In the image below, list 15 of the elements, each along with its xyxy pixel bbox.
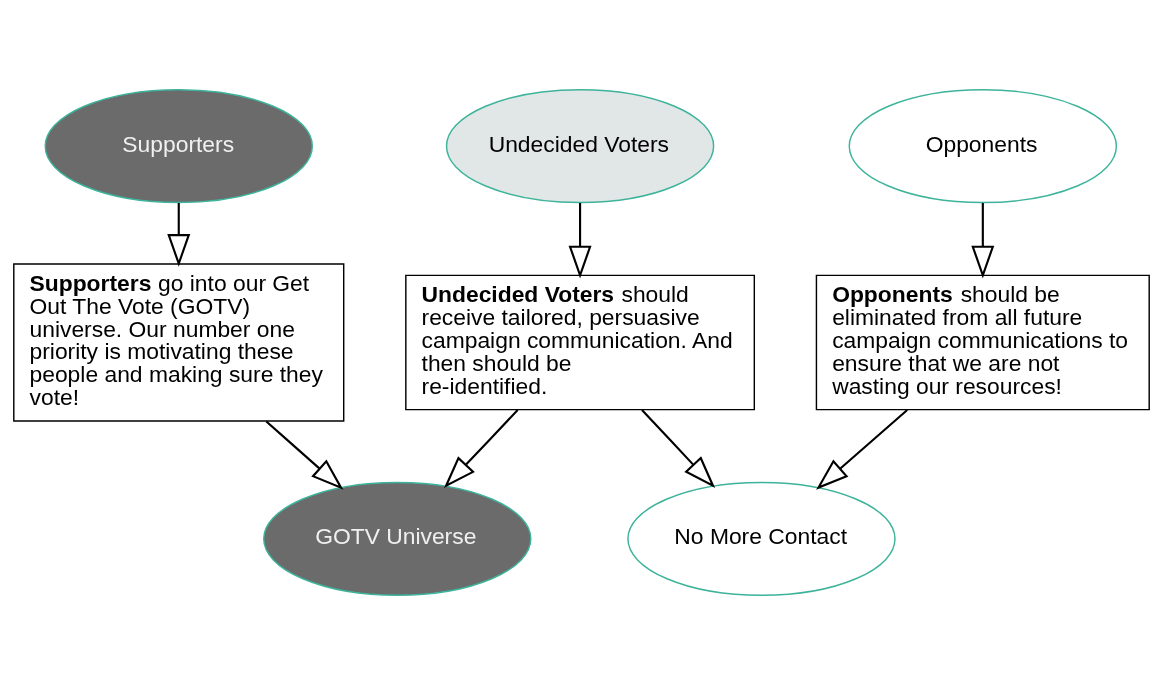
arrow: [265, 420, 344, 490]
node-box: Supporters go into our Get Out The Vote (GOTV) universe. Our number one priority is motivating these people and making sure they vote!: [13, 263, 345, 422]
node-ellipse: Opponents: [848, 89, 1118, 204]
node-ellipse: Supporters: [44, 89, 313, 204]
node-box: Undecided Voters should receive tailored, persuasive campaign communication. And then should be re-identified.: [405, 274, 756, 411]
node-ellipse: Undecided Voters: [445, 89, 715, 204]
arrow: [167, 203, 191, 267]
node-ellipse: No More Contact: [627, 481, 896, 596]
arrow: [641, 409, 716, 489]
node-ellipse: GOTV Universe: [263, 481, 532, 596]
arrow: [816, 409, 908, 490]
arrow: [568, 203, 592, 279]
node-box: Opponents should be eliminated from all future campaign communications to ensure that we are not wasting our resources!: [815, 274, 1150, 411]
arrow: [443, 409, 519, 489]
arrow: [971, 203, 995, 279]
